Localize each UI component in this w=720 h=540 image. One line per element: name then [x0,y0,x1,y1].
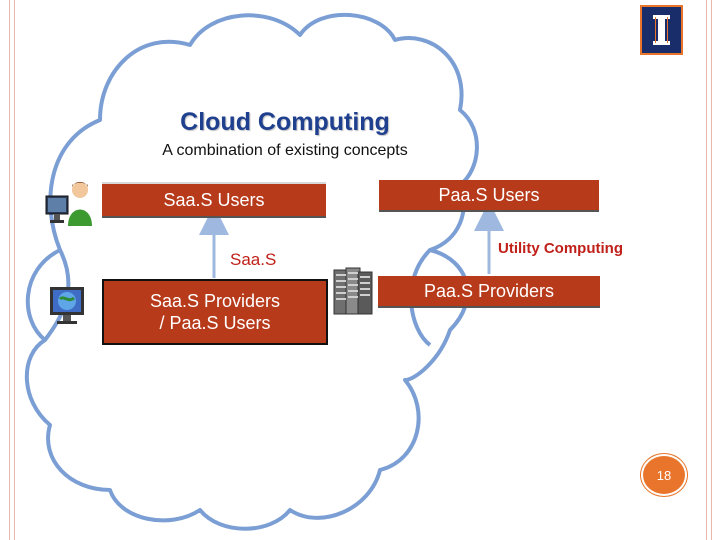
saas-relation-label: Saa.S [230,250,277,269]
saas-providers-line2: / Paa.S Users [159,313,271,333]
left-border-line-outer [9,0,10,540]
saas-users-box: Saa.S Users [102,182,326,218]
right-border-line-inner [706,0,707,540]
saas-providers-box: Saa.S Providers / Paa.S Users [102,279,328,345]
user-at-computer-icon [44,180,96,233]
server-rack-icon [330,266,376,323]
paas-providers-box: Paa.S Providers [378,276,600,308]
page-number-badge: 18 [641,454,687,496]
left-border-line-inner [14,0,15,540]
cloud-outline [24,13,479,531]
slide-title: Cloud Computing [180,108,390,136]
utility-computing-label: Utility Computing [498,240,623,257]
globe-computer-icon [48,285,88,334]
university-logo-icon [640,5,683,55]
paas-users-box: Paa.S Users [379,180,599,212]
slide-subtitle: A combination of existing concepts [162,142,408,159]
saas-providers-line1: Saa.S Providers [149,291,281,311]
right-border-line-outer [711,0,712,540]
